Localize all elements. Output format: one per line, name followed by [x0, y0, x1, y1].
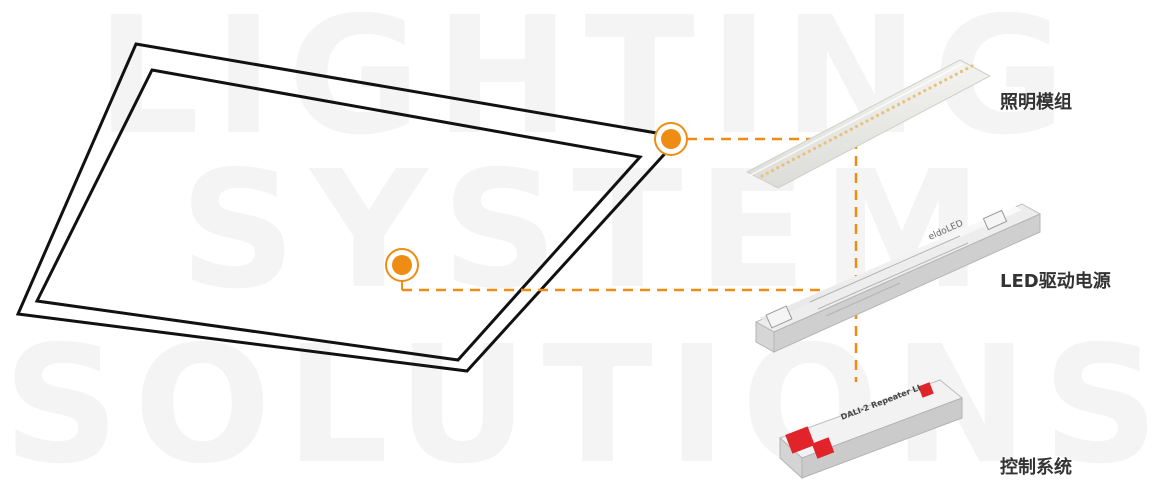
led-chip-dot — [918, 92, 921, 95]
led-chip-dot — [844, 130, 847, 133]
led-chip-dot — [781, 163, 784, 166]
led-chip-dot — [928, 86, 931, 89]
led-chip-dot — [813, 147, 816, 150]
led-chip-dot — [902, 100, 905, 103]
led-chip-dot — [760, 174, 763, 177]
led-chip-dot — [886, 108, 889, 111]
led-chip-dot — [787, 161, 790, 164]
hotspot-led-module[interactable] — [655, 123, 687, 155]
led-chip-dot — [818, 144, 821, 147]
led-chip-dot — [850, 128, 853, 131]
led-chip-dot — [923, 89, 926, 92]
led-module-image — [747, 60, 990, 188]
led-chip-dot — [944, 78, 947, 81]
led-chip-dot — [792, 158, 795, 161]
led-chip-dot — [934, 84, 937, 87]
led-chip-dot — [913, 95, 916, 98]
led-chip-dot — [855, 125, 858, 128]
led-chip-dot — [865, 119, 868, 122]
led-chip-dot — [839, 133, 842, 136]
led-chip-dot — [897, 103, 900, 106]
label-led-driver: LED驱动电源 — [1000, 267, 1111, 293]
led-chip-dot — [881, 111, 884, 114]
led-chip-dot — [892, 106, 895, 109]
led-chip-dot — [939, 81, 942, 84]
led-chip-dot — [970, 64, 973, 67]
led-chip-dot — [960, 70, 963, 73]
led-chip-dot — [776, 166, 779, 169]
panel-outer-frame — [18, 44, 680, 371]
led-chip-dot — [949, 75, 952, 78]
led-chip-dot — [955, 73, 958, 76]
led-chip-dot — [860, 122, 863, 125]
hotspot-driver[interactable] — [386, 249, 418, 290]
panel-light-outline — [18, 44, 680, 371]
led-chip-dot — [823, 141, 826, 144]
led-driver-image: eldoLED — [756, 204, 1040, 352]
led-chip-dot — [771, 169, 774, 172]
label-led-module: 照明模组 — [1000, 88, 1072, 114]
label-control-system: 控制系统 — [1000, 453, 1072, 479]
led-chip-dot — [802, 152, 805, 155]
led-chip-dot — [965, 67, 968, 70]
control-system-image: DALI-2 Repeater LI — [780, 380, 962, 478]
led-chip-dot — [797, 155, 800, 158]
led-chip-dot — [871, 117, 874, 120]
led-chip-dot — [766, 172, 769, 175]
led-chip-dot — [876, 114, 879, 117]
led-chip-dot — [829, 139, 832, 142]
led-chip-dot — [907, 97, 910, 100]
led-chip-dot — [834, 136, 837, 139]
led-chip-dot — [808, 150, 811, 153]
